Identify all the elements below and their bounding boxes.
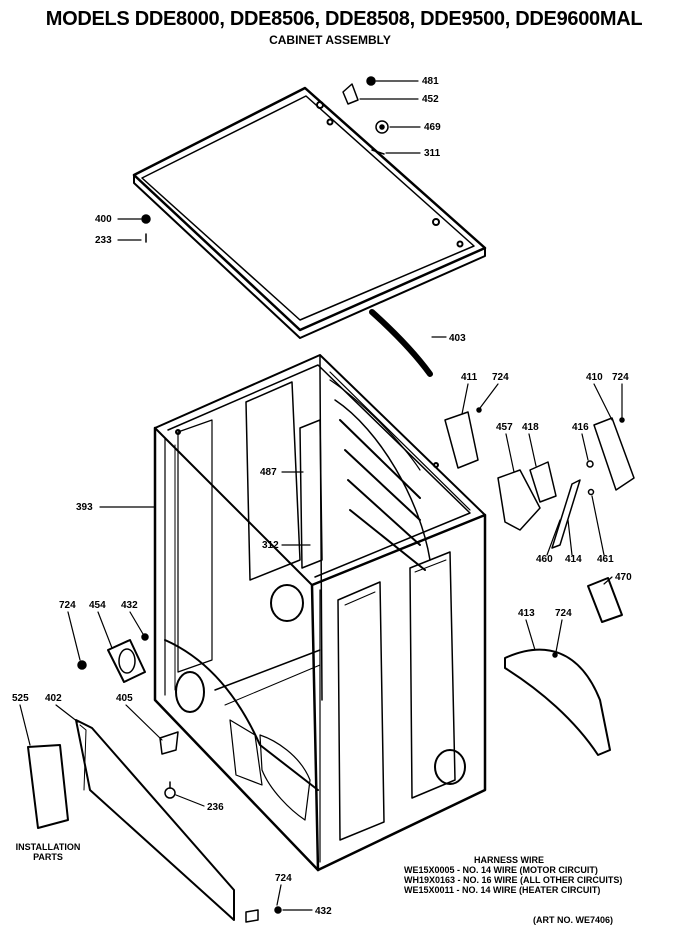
callout-724-d: 724	[555, 608, 572, 619]
gasket-strip	[369, 309, 435, 377]
callout-400: 400	[95, 214, 112, 225]
callout-403: 403	[449, 333, 466, 344]
installation-line-2: PARTS	[33, 852, 63, 862]
callout-414: 414	[565, 554, 582, 565]
callout-457: 457	[496, 422, 513, 433]
callout-233: 233	[95, 235, 112, 246]
harness-title: HARNESS WIRE	[473, 855, 544, 865]
callout-411: 411	[461, 372, 478, 383]
top-panel	[132, 86, 487, 339]
installation-line-1: INSTALLATION	[15, 842, 81, 852]
callout-418: 418	[522, 422, 539, 433]
callout-416: 416	[572, 422, 589, 433]
callout-469: 469	[424, 122, 441, 133]
callout-460: 460	[536, 554, 553, 565]
callout-481: 481	[422, 76, 439, 87]
callout-labels: 481 452 469 311 400 233 403 411 724 410 …	[12, 76, 632, 917]
lower-left-parts	[27, 633, 282, 923]
callout-410: 410	[586, 372, 603, 383]
callout-724-a: 724	[492, 372, 509, 383]
callout-724-b: 724	[612, 372, 629, 383]
callout-432-a: 432	[121, 600, 138, 611]
art-number: (ART NO. WE7406)	[533, 915, 614, 925]
callout-724-c: 724	[59, 600, 76, 611]
diagram-title: MODELS DDE8000, DDE8506, DDE8508, DDE950…	[45, 8, 643, 30]
callout-461: 461	[597, 554, 614, 565]
harness-line-1: WE15X0005 - NO. 14 WIRE (MOTOR CIRCUIT)	[404, 865, 598, 875]
installation-parts-label: INSTALLATION PARTS	[10, 842, 86, 862]
callout-393: 393	[76, 502, 93, 513]
harness-wire-note: HARNESS WIRE WE15X0005 - NO. 14 WIRE (MO…	[404, 855, 654, 895]
callout-413: 413	[518, 608, 535, 619]
callout-311: 311	[424, 148, 441, 159]
callout-724-e: 724	[275, 873, 292, 884]
callout-236: 236	[207, 802, 224, 813]
diagram-subtitle: CABINET ASSEMBLY	[269, 33, 391, 47]
callout-470: 470	[615, 572, 632, 583]
harness-line-3: WE15X0011 - NO. 14 WIRE (HEATER CIRCUIT)	[404, 885, 601, 895]
cabinet	[153, 354, 487, 872]
harness-line-2: WH19X0163 - NO. 16 WIRE (ALL OTHER CIRCU…	[404, 875, 623, 885]
callout-312: 312	[262, 540, 279, 551]
callout-405: 405	[116, 693, 133, 704]
leader-lines	[19, 80, 623, 911]
top-hardware	[141, 76, 389, 243]
right-brackets	[444, 407, 635, 756]
callout-454: 454	[89, 600, 106, 611]
callout-525: 525	[12, 693, 29, 704]
callout-432-b: 432	[315, 906, 332, 917]
callout-402: 402	[45, 693, 62, 704]
callout-487: 487	[260, 467, 277, 478]
callout-452: 452	[422, 94, 439, 105]
